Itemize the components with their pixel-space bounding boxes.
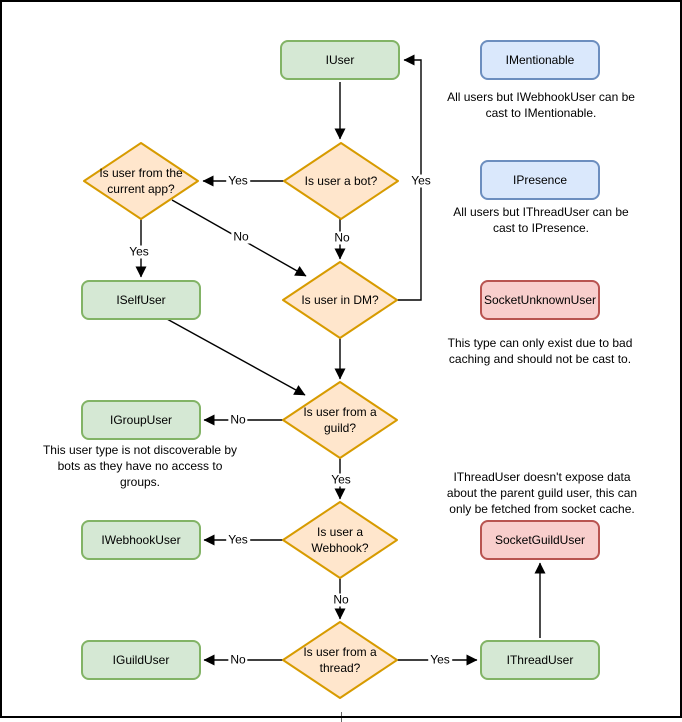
node-igroupuser: IGroupUser [81, 400, 201, 440]
edge-label-webhook-no: No [331, 592, 351, 607]
edge-label-guild-no: No [228, 412, 248, 427]
edge-label-thread-yes: Yes [428, 652, 452, 667]
decision-is-current-app-shape [83, 142, 199, 220]
note-ithreaduser: IThreadUser doesn't expose data about th… [446, 470, 638, 516]
edge-label-current-app-no: No [231, 229, 251, 244]
edge-iselfuser-to-isguild [166, 318, 306, 396]
decision-is-webhook-label: Is user a Webhook? [311, 525, 369, 555]
node-iselfuser: ISelfUser [81, 280, 201, 320]
edge-label-dm-yes: Yes [409, 173, 433, 188]
decision-is-current-app-label: Is user from the current app? [99, 166, 183, 196]
edge-label-guild-yes: Yes [329, 472, 353, 487]
page-boundary-tick [341, 712, 342, 722]
node-iwebhookuser: IWebhookUser [81, 520, 201, 560]
decision-is-thread-shape [282, 621, 398, 699]
note-ipresence: All users but IThreadUser can be cast to… [453, 205, 629, 235]
decision-is-dm-shape [282, 261, 398, 339]
decision-is-dm-label: Is user in DM? [301, 293, 379, 307]
node-socketguilduser: SocketGuildUser [480, 520, 600, 560]
edge-label-thread-no: No [228, 652, 248, 667]
edge-label-webhook-yes: Yes [226, 532, 250, 547]
note-socketunknownuser: This type can only exist due to bad cach… [447, 336, 633, 366]
note-igroupuser: This user type is not discoverable by bo… [42, 443, 238, 489]
decision-is-guild-shape [282, 381, 398, 459]
decision-is-webhook-shape [282, 501, 398, 579]
decision-is-guild-label: Is user from a guild? [303, 405, 377, 435]
node-iuser: IUser [280, 40, 400, 80]
node-socketunknownuser: SocketUnknownUser [480, 280, 600, 320]
decision-is-bot-label: Is user a bot? [304, 174, 378, 188]
edge-label-current-app-yes: Yes [127, 244, 151, 259]
node-imentionable: IMentionable [480, 40, 600, 80]
edge-label-bot-yes: Yes [226, 173, 250, 188]
decision-is-thread-label: Is user from a thread? [303, 645, 377, 675]
edge-label-bot-no: No [332, 230, 352, 245]
decision-is-bot-shape [283, 142, 399, 220]
node-ipresence: IPresence [480, 160, 600, 200]
node-iguilduser: IGuildUser [81, 640, 201, 680]
note-imentionable: All users but IWebhookUser can be cast t… [447, 90, 635, 120]
node-ithreaduser: IThreadUser [480, 640, 600, 680]
